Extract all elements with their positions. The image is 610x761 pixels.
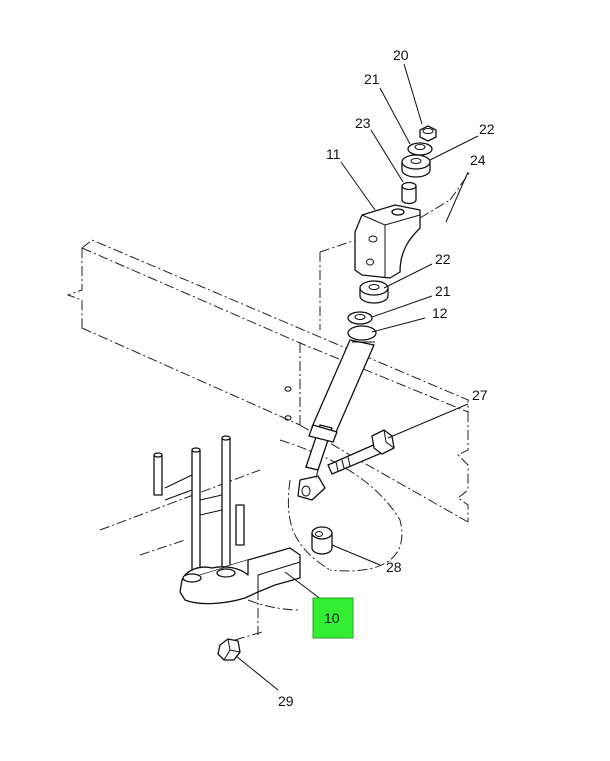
shock-absorber [297,325,377,501]
lock-nut [217,638,241,661]
callout-labels: 20 21 22 23 11 24 22 21 12 27 28 10 29 [278,47,495,709]
callout-28: 28 [386,559,402,575]
middle-hardware [347,280,389,325]
frame-holes [284,386,292,421]
lower-shock-bracket [179,547,301,605]
callout-23: 23 [355,115,371,131]
top-hardware [401,125,437,205]
callout-10[interactable]: 10 [324,610,340,626]
callout-22-mid: 22 [435,251,451,267]
mounting-bolt [327,429,395,475]
callout-12: 12 [432,305,448,321]
callout-21-top: 21 [364,71,380,87]
u-bolt-studs [153,435,245,581]
leader-lines [235,63,479,691]
callout-29: 29 [278,693,294,709]
highlight-box-part-10[interactable] [312,597,354,639]
axle-phantom [99,439,403,641]
callout-20: 20 [393,47,409,63]
callout-11: 11 [326,146,341,162]
callout-22-top: 22 [479,121,495,137]
callout-24: 24 [470,152,486,168]
callout-21-mid: 21 [435,283,451,299]
frame-rail-phantom [66,239,469,523]
spacer-bushing [311,526,333,555]
upper-shock-bracket [354,204,421,279]
callout-27: 27 [472,387,488,403]
